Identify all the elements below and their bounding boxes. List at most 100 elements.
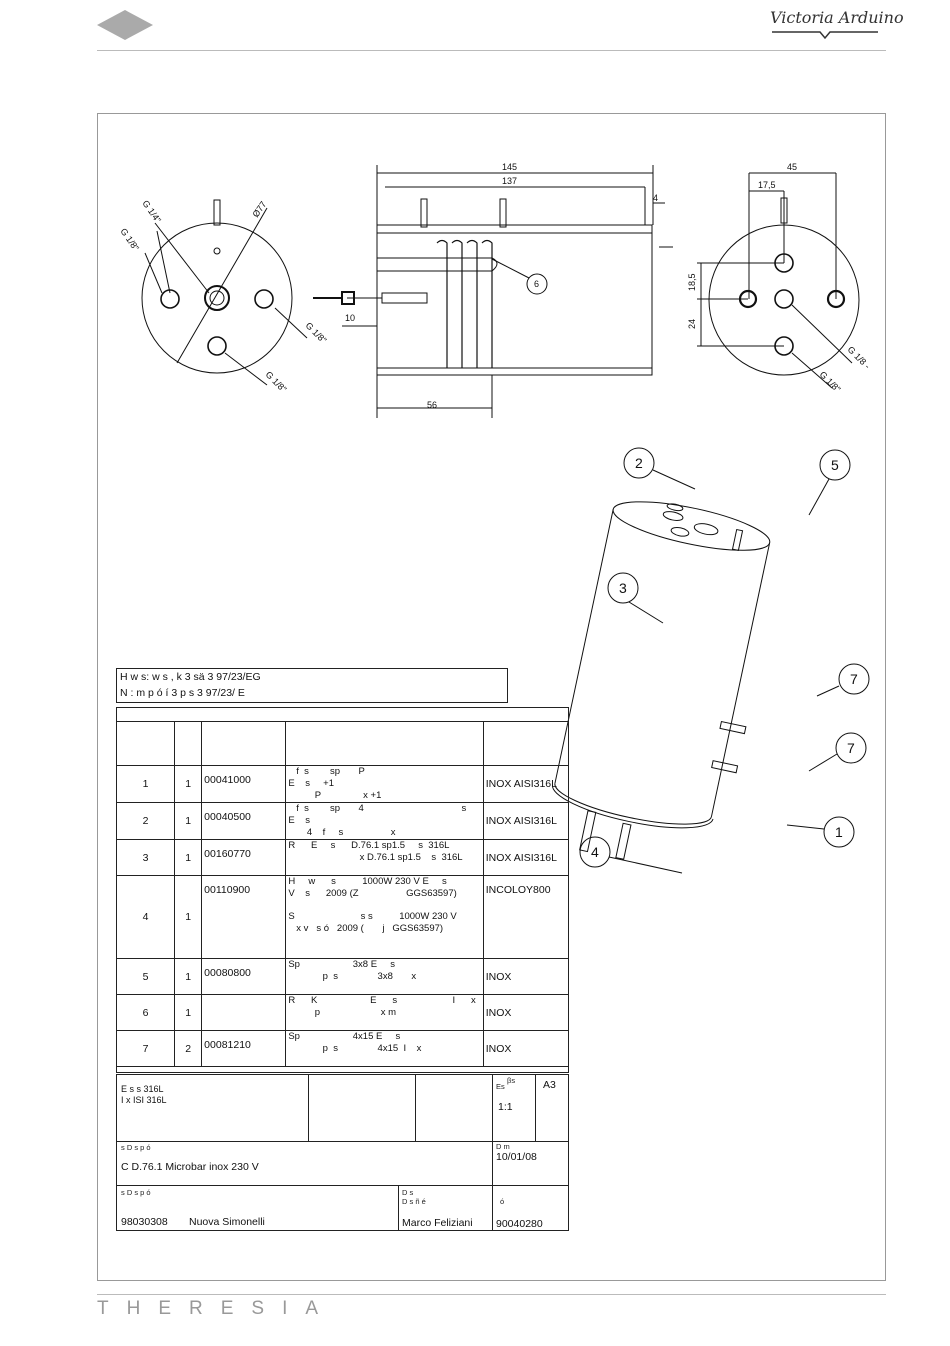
part-description-line: V s 2009 (Z GGS63597) <box>288 888 457 899</box>
drawing-frame <box>97 113 886 1281</box>
callout-1: 1 <box>835 824 843 840</box>
notice-line-1: H w s: w s , k 3 sä 3 97/23/EG <box>120 671 261 683</box>
callout-6: 6 <box>534 279 539 289</box>
part-position: 3 <box>115 839 176 876</box>
callout-4: 4 <box>591 844 599 860</box>
footer-divider <box>97 1294 886 1295</box>
part-description-line: R E s D.76.1 sp1.5 s 316L <box>288 840 450 851</box>
part-code: 00080800 <box>201 958 287 995</box>
part-description-line: p s 4x15 I x <box>288 1043 422 1054</box>
material-line-1: E s s 316L <box>121 1084 164 1094</box>
part-quantity: 1 <box>174 839 203 876</box>
brand-logo: Victoria Arduino <box>770 8 904 27</box>
part-description-line: Sp 3x8 E s <box>288 959 395 970</box>
description-value: C D.76.1 Microbar inox 230 V <box>121 1161 259 1173</box>
part-position: 5 <box>115 958 176 995</box>
description-label: s D s p ó <box>121 1143 151 1152</box>
part-position: 7 <box>115 1030 176 1067</box>
part-material: INCOLOY800 <box>482 875 570 959</box>
part-description-line: P x +1 <box>288 790 382 801</box>
drawn-label-2: D s ñ é <box>402 1197 426 1206</box>
drawing-number-label: ó <box>500 1197 505 1206</box>
drawing-number-value: 90040280 <box>496 1218 543 1230</box>
part-description: Sp 3x8 E s p s 3x8 x <box>285 958 484 995</box>
part-description-line: p x m <box>288 1007 397 1018</box>
part-code: 00110900 <box>201 875 287 959</box>
client-value: Nuova Simonelli <box>189 1216 265 1228</box>
part-material: INOX <box>482 994 570 1031</box>
callout-2: 2 <box>635 455 643 471</box>
part-code: 00081210 <box>201 1030 287 1067</box>
part-description-line: x v s ó 2009 ( j GGS63597) <box>288 923 444 934</box>
part-material: INOX <box>482 1030 570 1067</box>
scale-label: Es <box>496 1082 505 1091</box>
notice-line-2: N : m p ó í 3 p s 3 97/23/ E <box>120 687 245 699</box>
part-description-line: E s <box>288 815 310 826</box>
dim-137: 137 <box>502 176 517 186</box>
part-position: 6 <box>115 994 176 1031</box>
sheet-format: A3 <box>543 1079 556 1091</box>
part-code: 00041000 <box>201 765 287 803</box>
part-quantity: 1 <box>174 765 203 803</box>
part-quantity: 2 <box>174 1030 203 1067</box>
part-quantity: 1 <box>174 994 203 1031</box>
header-divider <box>97 50 886 51</box>
part-code <box>201 994 287 1031</box>
label-g18-a: G 1/8" <box>118 226 141 252</box>
technical-drawing: 145 137 4 10 56 45 17,5 18,5 24 Ø77 G 1/… <box>118 162 873 874</box>
part-quantity: 1 <box>174 802 203 840</box>
callout-7-b: 7 <box>847 740 855 756</box>
part-position: 2 <box>115 802 176 840</box>
drawn-label-1: D s <box>402 1188 414 1197</box>
notice-box: H w s: w s , k 3 sä 3 97/23/EG N : m p ó… <box>116 668 508 703</box>
label-g18-right-1: G 1/8 - <box>846 344 873 371</box>
part-position: 4 <box>115 875 176 959</box>
part-quantity: 1 <box>174 875 203 959</box>
part-description-line: 4 f s x <box>288 827 396 838</box>
material-line-2: I x ISI 316L <box>121 1095 167 1105</box>
scale-value: 1:1 <box>498 1101 513 1113</box>
dim-10: 10 <box>345 313 355 323</box>
title-block <box>116 1074 569 1231</box>
dim-18-5: 18,5 <box>687 273 697 291</box>
code-value: 98030308 <box>121 1216 168 1228</box>
label-g14: G 1/4" <box>140 198 163 224</box>
part-code: 00160770 <box>201 839 287 876</box>
diamond-logo-icon <box>97 10 153 40</box>
code-label: s D s p ó <box>121 1188 151 1197</box>
part-description-line: E s +1 <box>288 778 335 789</box>
label-g18-right-2: G 1/8" <box>818 369 843 394</box>
part-position: 1 <box>115 765 176 803</box>
date-value: 10/01/08 <box>496 1151 537 1163</box>
part-description-line: f s sp 4 s <box>288 803 467 814</box>
part-description-line: S s s 1000W 230 V <box>288 911 457 922</box>
dim-56: 56 <box>427 400 437 410</box>
part-description-line: p s 3x8 x <box>288 971 417 982</box>
part-material: INOX <box>482 958 570 995</box>
scale-sup: βs <box>507 1076 516 1085</box>
part-description-line <box>288 900 480 911</box>
part-material: INOX AISI316L <box>482 802 570 840</box>
dim-24: 24 <box>687 319 697 329</box>
part-description-line: H w s 1000W 230 V E s <box>288 876 447 887</box>
part-description-line: R K E s I x <box>288 995 476 1006</box>
part-description: Sp 4x15 E s p s 4x15 I x <box>285 1030 484 1067</box>
part-code: 00040500 <box>201 802 287 840</box>
drawn-by-value: Marco Feliziani <box>402 1217 473 1229</box>
dim-145: 145 <box>502 162 517 172</box>
callout-3: 3 <box>619 580 627 596</box>
date-label: D m <box>496 1142 510 1151</box>
footer-brand: THERESIA <box>97 1298 337 1319</box>
part-description: R E s D.76.1 sp1.5 s 316L x D.76.1 sp1.5… <box>285 839 484 876</box>
